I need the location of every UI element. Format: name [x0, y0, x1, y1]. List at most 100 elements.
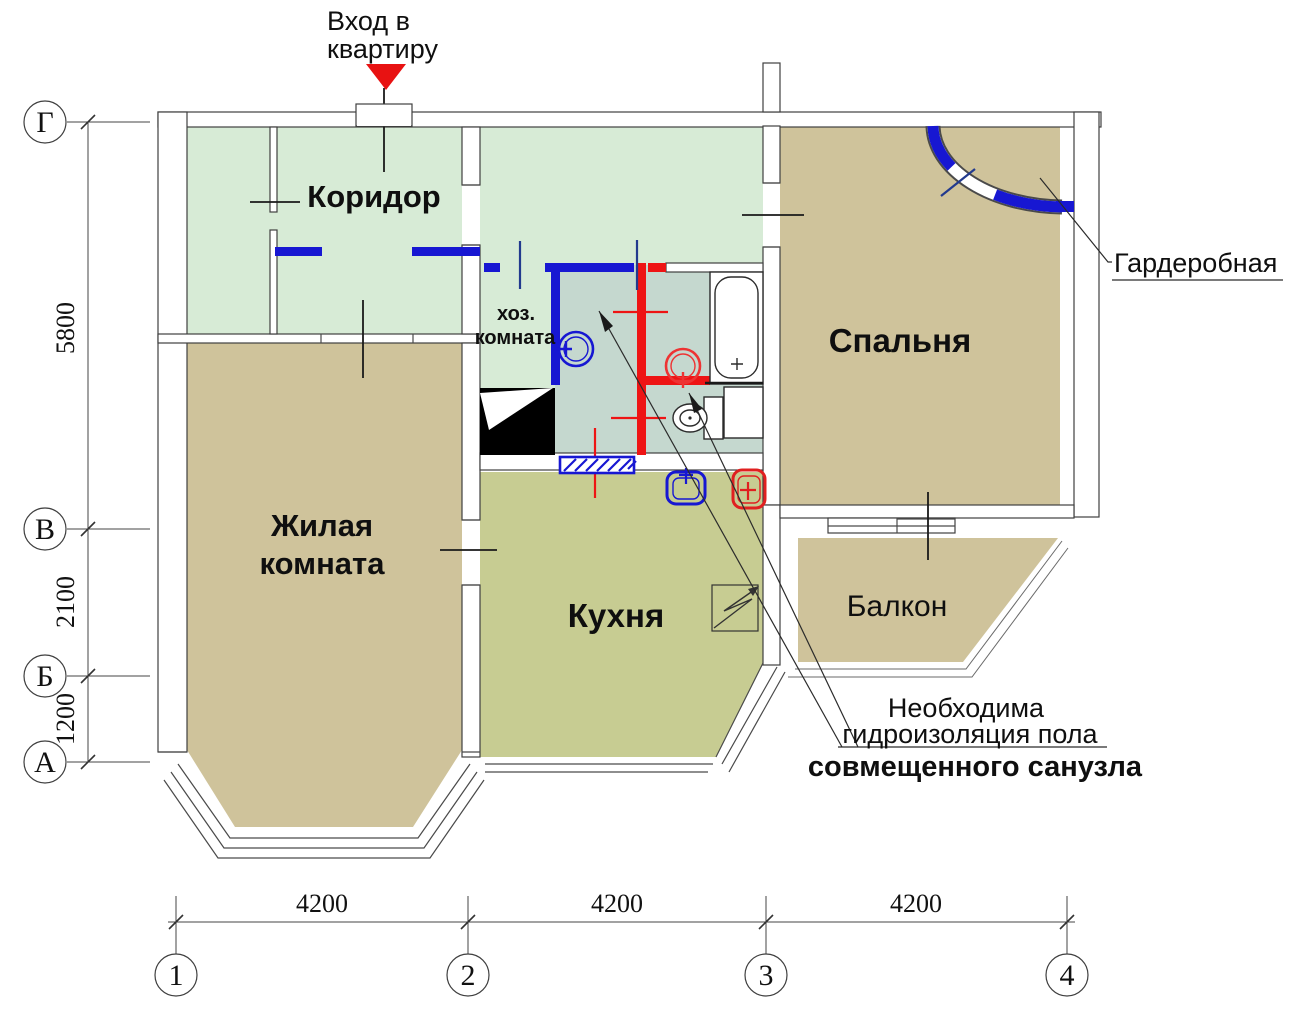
- label-living-line1: Жилая: [270, 508, 373, 543]
- corridor-living-wall: [157, 333, 481, 344]
- label-balcony: Балкон: [847, 590, 948, 623]
- left-dimension-ticks: [80, 114, 96, 770]
- fixtures: [556, 125, 1074, 632]
- entry-door-gap: [357, 113, 411, 126]
- corridor-hall-wall-lower: [461, 244, 481, 335]
- room-kitchen-floor: [480, 472, 763, 757]
- axis-circle-v: [23, 507, 67, 551]
- wardrobe-leader-line: [1039, 177, 1112, 263]
- toilet-icon: [672, 396, 724, 440]
- bedroom-balcony-window-mullions: [828, 518, 955, 533]
- label-utility-line2: комната: [475, 327, 556, 349]
- axis-circle-b: [23, 654, 67, 698]
- annotation-leader-2: [688, 392, 859, 748]
- right-outer-wall: [1073, 111, 1100, 518]
- red-partition-vertical: [637, 263, 646, 455]
- entry-marker: Вход в квартиру: [327, 6, 438, 127]
- round-washbasin-blue-icon: [556, 330, 595, 368]
- axis-letter-a: А: [34, 746, 56, 779]
- bay-window-line-1: [177, 763, 471, 839]
- dim-bottom-3: 4200: [890, 889, 942, 918]
- axis-circle-3: [744, 953, 788, 997]
- label-bedroom: Спальня: [829, 322, 972, 359]
- annotation-arrowhead-1: [599, 311, 613, 332]
- curved-sliding-door-icon: [925, 125, 1074, 215]
- stove-zigzag-icon: [711, 584, 759, 632]
- bedroom-wall-lower: [762, 246, 781, 506]
- axis-circle-a: [23, 740, 67, 784]
- annotation-block: Необходима гидроизоляция пола совмещенно…: [598, 310, 1143, 783]
- door-jambs: [320, 182, 780, 586]
- entry-label-line1: Вход в: [327, 6, 410, 36]
- blue-partition-corridor-right: [412, 247, 480, 256]
- dim-left-2100: 2100: [51, 576, 80, 628]
- kitchen-corner-window-lines: [721, 666, 786, 773]
- room-utility-floor: [480, 265, 555, 388]
- dim-bottom-2: 4200: [591, 889, 643, 918]
- axis-letter-v: В: [35, 513, 55, 546]
- living-kitchen-wall-lower: [461, 584, 481, 758]
- axis-number-2: 2: [461, 959, 476, 992]
- red-triangle-down-icon: [366, 64, 406, 90]
- room-hallway-floor: [480, 127, 763, 265]
- axis-circle-1: [154, 953, 198, 997]
- room-corridor-floor: [187, 127, 462, 334]
- annotation-arrowhead-2: [689, 393, 702, 413]
- left-dimension-system: Г В Б А 5800 2100 1200: [23, 100, 150, 784]
- room-labels: Коридор хоз. комната Жилая комната Кухня…: [260, 179, 972, 634]
- axis-number-1: 1: [169, 959, 184, 992]
- blue-partition-corridor-left: [275, 247, 322, 256]
- annotation-line1: Необходима: [888, 693, 1045, 723]
- dim-left-1200: 1200: [51, 693, 80, 745]
- wardrobe-callout: Гардеробная: [1039, 177, 1283, 281]
- bedroom-bottom-wall: [779, 504, 1075, 519]
- annotation-leader-1: [598, 310, 843, 748]
- bathtub-niche-wall: [665, 262, 764, 273]
- bathroom-cabinet: [723, 386, 764, 439]
- kitchen-balcony-wall: [762, 504, 781, 666]
- balcony-railing: [788, 540, 1069, 678]
- label-corridor: Коридор: [307, 179, 440, 214]
- axis-number-3: 3: [759, 959, 774, 992]
- bay-window-line-3: [163, 779, 485, 859]
- axis-letter-g: Г: [36, 106, 53, 139]
- kitchen-sink-red-icon: [731, 468, 767, 510]
- axis-circle-4: [1045, 953, 1089, 997]
- windows: [158, 517, 1069, 859]
- annotation-line3: совмещенного санузла: [808, 751, 1143, 783]
- annotation-line2: гидроизоляция пола: [842, 719, 1098, 749]
- vent-shaft: [480, 388, 555, 455]
- living-kitchen-wall-upper: [461, 342, 481, 521]
- room-living-floor: [187, 343, 462, 827]
- axis-circle-2: [446, 953, 490, 997]
- axis-circle-g: [23, 100, 67, 144]
- bay-window-line-2: [170, 771, 478, 849]
- label-living-line2: комната: [260, 546, 386, 581]
- dim-left-5800: 5800: [51, 302, 80, 354]
- corridor-hall-wall-upper: [461, 126, 481, 186]
- red-partition-top: [648, 263, 666, 272]
- navy-centreline-ticks: [518, 240, 639, 290]
- entry-label-line2: квартиру: [327, 34, 438, 64]
- vent-shaft-notch: [480, 388, 553, 430]
- corridor-partition-upper: [269, 126, 278, 213]
- bottom-axis-stubs: [175, 896, 1068, 954]
- kitchen-window-lines: [485, 763, 713, 773]
- label-wardrobe: Гардеробная: [1114, 248, 1277, 278]
- waterproofing-hatch-icon: [558, 455, 637, 475]
- dim-bottom-1: 4200: [296, 889, 348, 918]
- kitchen-corner-edge: [715, 662, 764, 758]
- bathtub-icon: [709, 271, 764, 385]
- axis-letter-b: Б: [36, 660, 53, 693]
- top-wall-stub: [762, 62, 781, 113]
- bedroom-wall-upper: [762, 125, 781, 184]
- left-axis-stubs: [67, 121, 150, 763]
- corridor-partition-lower: [269, 229, 278, 335]
- room-bedroom-floor: [780, 126, 1060, 505]
- axis-number-4: 4: [1060, 959, 1075, 992]
- room-balcony-floor: [798, 538, 1058, 662]
- left-outer-wall: [157, 111, 188, 753]
- bottom-dimension-ticks: [168, 914, 1075, 930]
